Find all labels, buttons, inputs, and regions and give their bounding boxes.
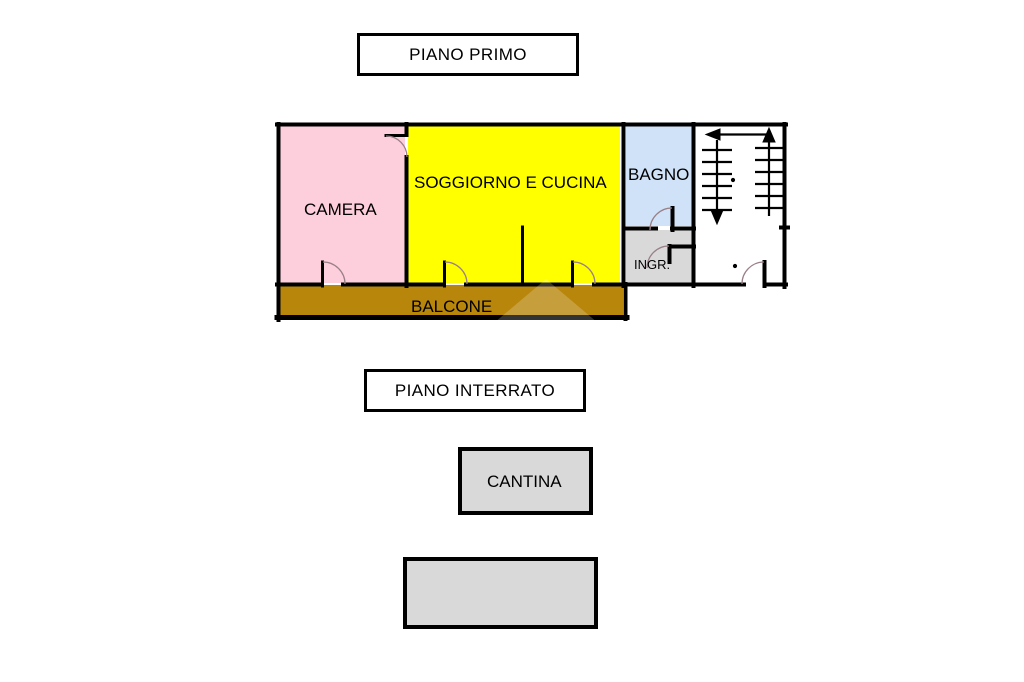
stairs-symbol (702, 126, 784, 269)
room-fill-ingresso (626, 230, 692, 283)
door-arc-bagno (649, 207, 673, 231)
door-swing-arcs (322, 135, 765, 285)
room-fill-balcone (279, 285, 623, 317)
door-arc-camera (322, 261, 346, 285)
room-label-cantina: CANTINA (487, 472, 562, 491)
floor-title-piano-interrato: PIANO INTERRATO (364, 369, 586, 412)
floor-title-piano-primo: PIANO PRIMO (357, 33, 579, 76)
door-arc-soggiorno-left (444, 261, 468, 285)
room-deposito (403, 557, 598, 629)
door-arc-camera-soggiorno (385, 135, 408, 158)
walls (274, 122, 790, 322)
floor-title-text: PIANO INTERRATO (394, 380, 556, 400)
room-cantina (458, 447, 593, 515)
stairs-landing-arrowhead (704, 128, 721, 141)
door-arc-soggiorno-right (572, 261, 596, 285)
door-arc-ingresso (646, 245, 670, 269)
room-fill-camera (279, 126, 405, 283)
floor-title-text: PIANO PRIMO (409, 44, 527, 64)
room-fill-soggiorno (408, 126, 620, 283)
door-arc-vano-scala (741, 261, 765, 285)
stairs-down-arrowhead (710, 209, 724, 226)
room-fill-bagno (626, 126, 692, 226)
